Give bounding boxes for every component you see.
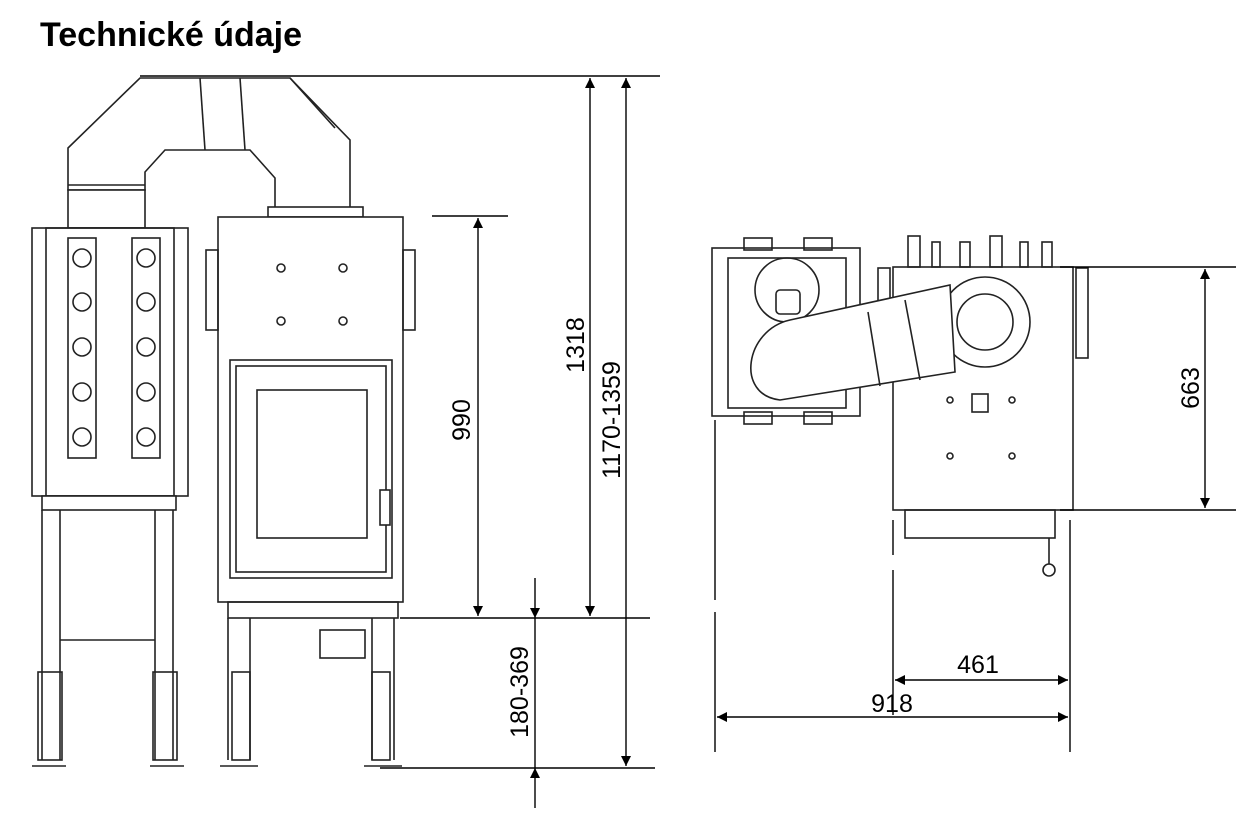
connecting-pipe [750,284,956,401]
dim-label-663: 663 [1177,367,1205,409]
dim-label-180-369: 180-369 [506,646,534,738]
heat-exchanger [31,189,189,767]
front-view [31,77,416,767]
dim-label-461: 461 [957,651,999,679]
top-view [711,235,1089,577]
dim-label-1170-1359: 1170-1359 [598,361,626,479]
front-dimensions [140,75,660,808]
dim-label-918: 918 [871,690,913,718]
dim-label-1318: 1318 [562,317,590,373]
dim-label-990: 990 [448,399,476,441]
top-dimensions [714,266,1236,752]
fireplace-body [205,206,416,767]
fireplace-top [877,235,1089,577]
page-title: Technické údaje [40,16,303,54]
